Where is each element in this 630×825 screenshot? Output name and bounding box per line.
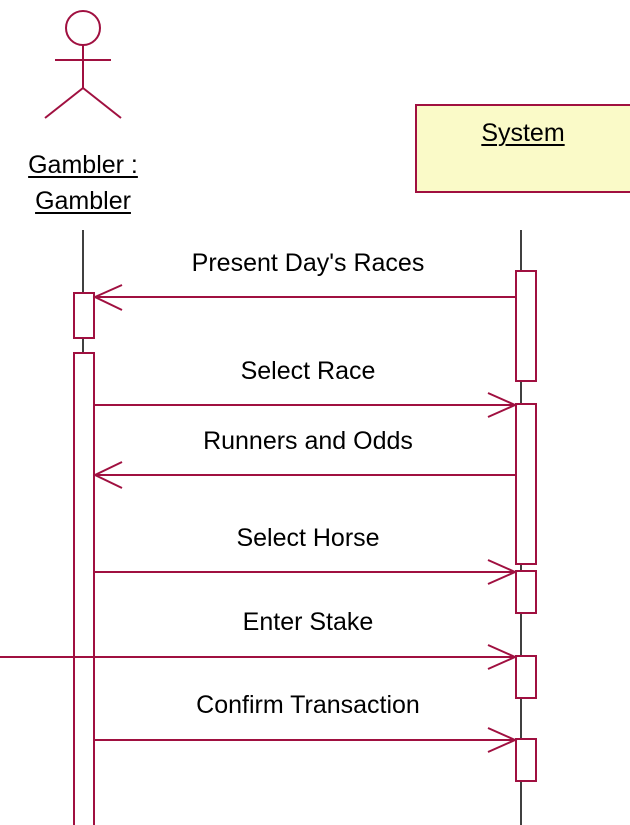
system-activation-5: [515, 738, 537, 782]
message-arrow-enter-stake: [0, 644, 518, 670]
system-activation-1: [515, 270, 537, 382]
gambler-activation-1: [73, 292, 95, 339]
gambler-actor-figure: [44, 10, 122, 119]
message-arrow-select-race: [94, 392, 518, 418]
message-label-confirm-transaction: Confirm Transaction: [196, 691, 420, 719]
system-object-box[interactable]: [415, 104, 630, 193]
gambler-activation-2: [73, 352, 95, 825]
actor-right-leg: [82, 87, 122, 119]
actor-label-line2: Gambler: [35, 187, 131, 215]
system-activation-2: [515, 403, 537, 565]
actor-head: [65, 10, 101, 46]
message-label-enter-stake: Enter Stake: [242, 608, 374, 636]
message-arrow-present-days-races: [92, 284, 516, 311]
system-object-label: System: [481, 119, 565, 147]
actor-left-leg: [44, 87, 84, 119]
message-arrow-runners-and-odds: [92, 461, 516, 489]
system-activation-4: [515, 655, 537, 699]
message-arrow-select-horse: [94, 559, 518, 585]
message-label-select-race: Select Race: [240, 357, 376, 385]
message-label-runners-and-odds: Runners and Odds: [203, 427, 413, 455]
system-activation-3: [515, 570, 537, 614]
message-label-present-days-races: Present Day's Races: [191, 249, 425, 277]
message-arrow-confirm-transaction: [94, 727, 518, 753]
message-label-select-horse: Select Horse: [236, 524, 380, 552]
actor-label-line1: Gambler :: [28, 151, 138, 179]
